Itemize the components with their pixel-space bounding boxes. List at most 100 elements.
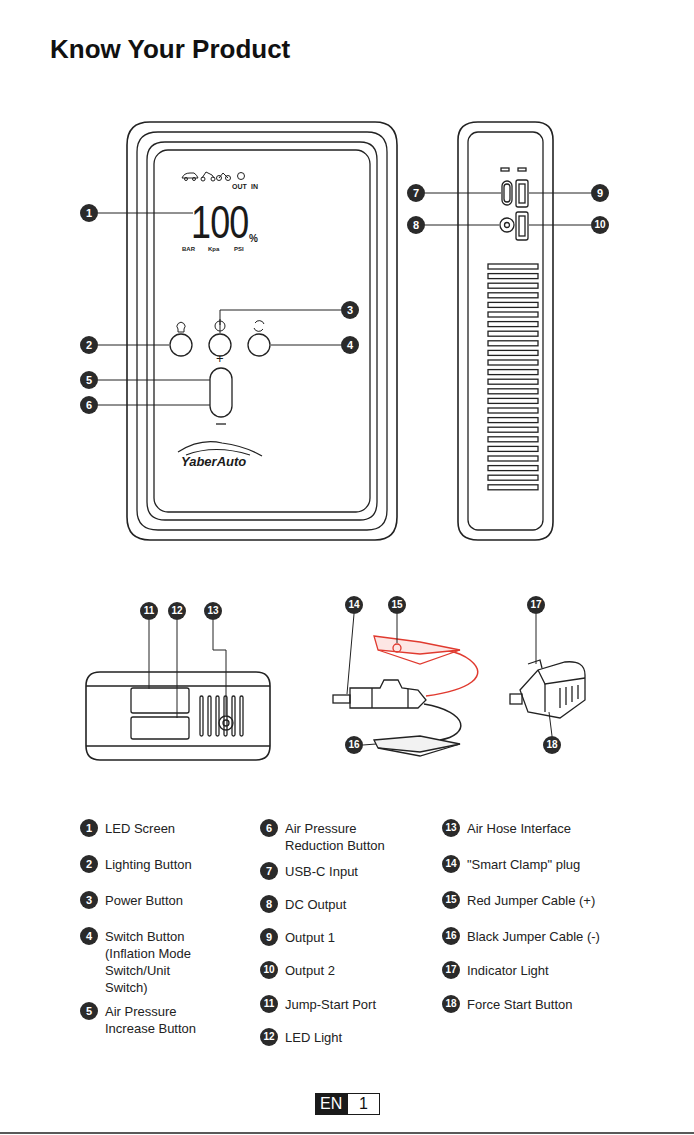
callout-marker: 2 [80, 336, 98, 354]
vent-slot [488, 264, 538, 269]
part-name: Black Jumper Cable (-) [467, 928, 667, 945]
plus-sign: + [216, 352, 224, 365]
part-name: Red Jumper Cable (+) [467, 892, 667, 909]
vent-slot [488, 456, 538, 461]
callout-number: 14 [445, 859, 456, 869]
legend-item: 13Air Hose Interface [442, 819, 460, 837]
vent-slot [488, 408, 538, 413]
legend-item: 7USB-C Input [260, 862, 278, 880]
callout-circle: 8 [407, 216, 425, 234]
callout-number: 2 [86, 340, 92, 351]
callout-circle: 11 [140, 602, 158, 620]
callout-circle: 5 [80, 371, 98, 389]
callout-circle: 8 [260, 895, 278, 913]
part-name: Output 1 [285, 929, 405, 946]
callout-number: 12 [171, 606, 182, 616]
callout-number: 3 [347, 305, 353, 316]
vent-slot [488, 427, 538, 432]
vent-slot [200, 696, 203, 736]
screen-icons [182, 172, 245, 181]
callout-number: 18 [445, 999, 456, 1009]
callout-circle: 10 [260, 961, 278, 979]
callout-number: 18 [546, 740, 557, 750]
callout-number: 1 [86, 823, 92, 834]
callout-circle: 10 [591, 216, 609, 234]
legend-item: 17Indicator Light [442, 961, 460, 979]
smart-clamp [510, 660, 585, 718]
vent-slot [488, 370, 538, 375]
callout-circle: 6 [260, 819, 278, 837]
bottom-vents [200, 696, 243, 736]
page-rule [0, 1132, 694, 1134]
part-name: Jump-Start Port [285, 996, 405, 1013]
vent-slot [488, 274, 538, 279]
callout-number: 1 [86, 208, 92, 219]
screen-unit: BAR [182, 246, 195, 252]
legend-item: 4Switch Button (Inflation Mode Switch/Un… [80, 927, 98, 945]
vent-slot [240, 696, 243, 736]
legend-item: 16Black Jumper Cable (-) [442, 927, 460, 945]
callout-circle: 11 [260, 995, 278, 1013]
callout-circle: 7 [407, 184, 425, 202]
legend-item: 3Power Button [80, 891, 98, 909]
callout-number: 7 [413, 188, 419, 199]
callout-circle: 14 [442, 855, 460, 873]
callout-circle: 5 [80, 1002, 98, 1020]
callout-number: 4 [86, 931, 92, 942]
part-name: LED Light [285, 1029, 405, 1046]
callout-circle: 9 [591, 184, 609, 202]
vent-slot [488, 389, 538, 394]
callout-number: 16 [445, 931, 456, 941]
legend-item: 9Output 1 [260, 928, 278, 946]
callout-number: 2 [86, 859, 92, 870]
callout-marker: 16 [345, 736, 363, 754]
jumper-cable [333, 636, 478, 756]
callout-circle: 17 [442, 961, 460, 979]
callout-circle: 15 [388, 596, 406, 614]
callout-circle: 17 [527, 596, 545, 614]
vent-slot [488, 360, 538, 365]
page-number: 1 [359, 1096, 368, 1112]
part-name: Lighting Button [105, 856, 205, 873]
callout-number: 10 [263, 965, 274, 975]
callout-number: 6 [86, 400, 92, 411]
part-name: Power Button [105, 892, 205, 909]
vent-slot [232, 696, 235, 736]
grip-line [559, 688, 560, 708]
vent-slots [488, 264, 538, 490]
callout-marker: 12 [168, 602, 186, 620]
callout-circle: 18 [543, 736, 561, 754]
legend-item: 10Output 2 [260, 961, 278, 979]
callout-number: 5 [86, 375, 92, 386]
callout-marker: 15 [388, 596, 406, 614]
callout-marker: 4 [341, 336, 359, 354]
part-name: Switch Button (Inflation Mode Switch/Uni… [105, 928, 205, 996]
callout-number: 6 [266, 823, 272, 834]
vent-slot [488, 322, 538, 327]
vent-slot [488, 350, 538, 355]
callout-number: 11 [264, 999, 275, 1009]
callout-number: 14 [348, 600, 359, 610]
callout-number: 13 [207, 606, 218, 616]
legend-item: 1LED Screen [80, 819, 98, 837]
language-tag: EN [315, 1093, 347, 1115]
side-housing [458, 122, 553, 540]
vent-slot [488, 418, 538, 423]
callout-number: 16 [348, 740, 359, 750]
callout-number: 15 [445, 895, 456, 905]
callout-marker: 14 [345, 596, 363, 614]
part-name: Air Hose Interface [467, 820, 667, 837]
callout-number: 17 [530, 600, 541, 610]
vent-slot [488, 379, 538, 384]
vent-slot [488, 331, 538, 336]
bottom-housing [86, 672, 270, 760]
callout-number: 4 [347, 340, 353, 351]
callout-marker: 18 [543, 736, 561, 754]
screen-mode-label: IN [251, 183, 258, 190]
leader-lines [98, 193, 591, 745]
vent-slot [488, 341, 538, 346]
part-name: LED Screen [105, 820, 205, 837]
callout-number: 5 [86, 1006, 92, 1017]
callout-circle: 6 [80, 396, 98, 414]
